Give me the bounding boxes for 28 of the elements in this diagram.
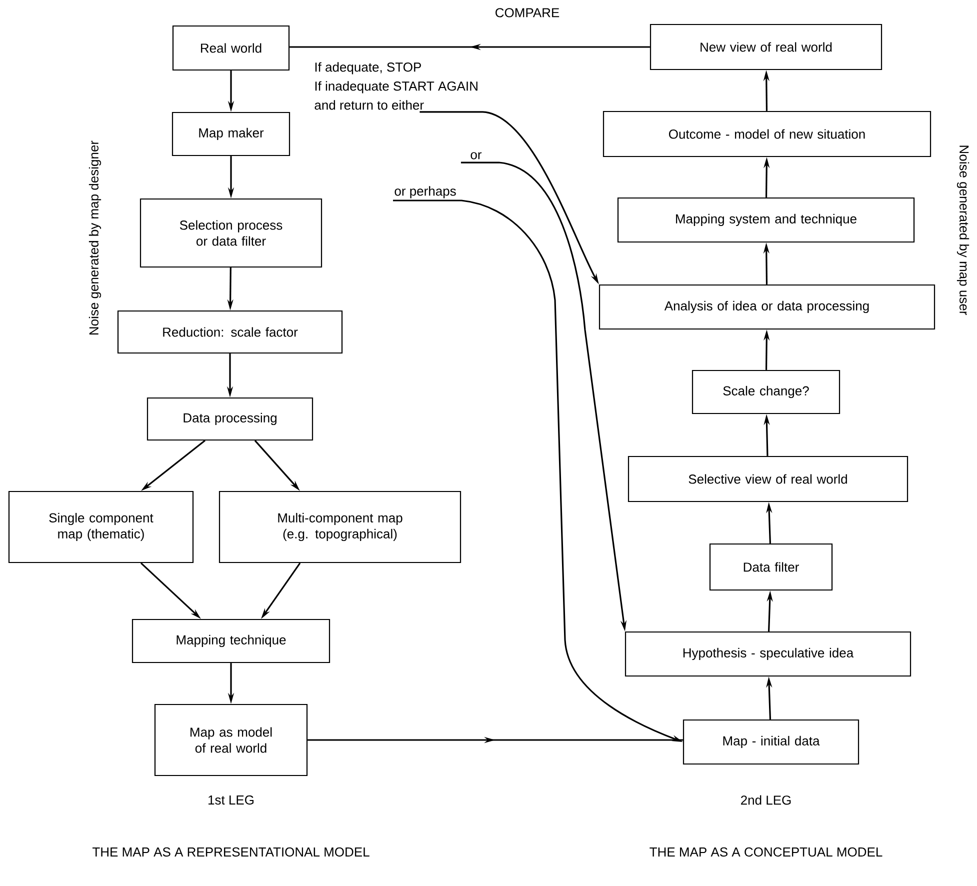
process-box: New view of real world bbox=[650, 24, 882, 70]
note-text: or bbox=[470, 152, 482, 160]
process-box: Mapping system and technique bbox=[617, 197, 915, 243]
process-box: Scale change? bbox=[692, 370, 840, 414]
process-box: Mapping technique bbox=[132, 618, 330, 664]
process-box: Map - initial data bbox=[682, 719, 860, 765]
process-box: Hypothesis - speculative idea bbox=[624, 631, 912, 677]
process-box: Outcome - model of new situation bbox=[602, 110, 932, 158]
note-text: THE MAP AS A CONCEPTUAL MODEL bbox=[650, 847, 882, 857]
process-box: Data processing bbox=[146, 397, 314, 441]
edge-label: COMPARE bbox=[494, 7, 561, 18]
note-text: If adequate, STOP If inadequate START AGAIN and return to either bbox=[314, 62, 478, 110]
process-box: Single component map (thematic) bbox=[8, 490, 194, 564]
process-box: Selective view of real world bbox=[628, 456, 908, 502]
process-box: Reduction: scale factor bbox=[117, 310, 343, 354]
note-text: Noise generated by map designer bbox=[88, 140, 102, 334]
note-text: or perhaps bbox=[394, 186, 456, 198]
process-box: Map as model of real world bbox=[154, 704, 308, 776]
process-box: Multi-component map (e.g. topographical) bbox=[218, 490, 462, 564]
process-box: Analysis of idea or data processing bbox=[598, 284, 936, 330]
process-box: Data filter bbox=[709, 543, 833, 591]
process-box: Map maker bbox=[172, 112, 290, 156]
note-text: 1st LEG bbox=[208, 795, 254, 805]
note-text: THE MAP AS A REPRESENTATIONAL MODEL bbox=[92, 847, 370, 857]
process-box: Selection process or data filter bbox=[140, 198, 322, 268]
note-text: 2nd LEG bbox=[741, 795, 791, 805]
process-box: Real world bbox=[172, 25, 290, 71]
note-text: Noise generated by map user bbox=[956, 146, 970, 315]
